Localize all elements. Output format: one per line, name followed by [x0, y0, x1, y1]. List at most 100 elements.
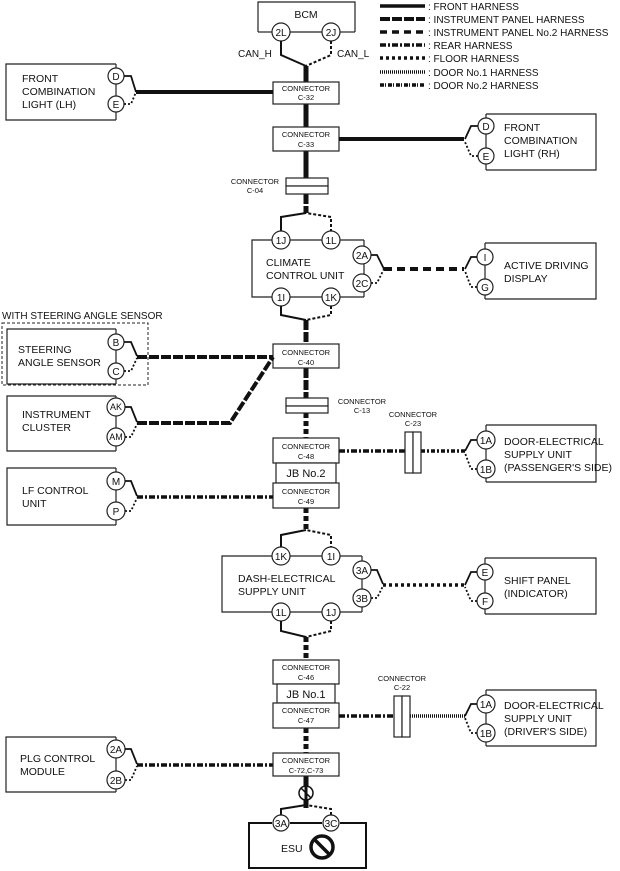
- svg-text:2A: 2A: [356, 251, 369, 262]
- svg-text:E: E: [482, 568, 489, 579]
- svg-text:FRONT: FRONT: [504, 122, 541, 134]
- svg-text:3A: 3A: [356, 566, 369, 577]
- svg-text:CONNECTOR: CONNECTOR: [231, 177, 280, 186]
- can-l-label: CAN_L: [337, 49, 370, 60]
- module-instrument-cluster: INSTRUMENT CLUSTER AK AM: [6, 355, 275, 452]
- svg-text:LF CONTROL: LF CONTROL: [22, 485, 89, 497]
- wire-can-l: [305, 41, 332, 67]
- svg-text:2B: 2B: [110, 776, 123, 787]
- connector-c32: CONNECTOR C-32: [272, 81, 340, 105]
- svg-text:1I: 1I: [327, 552, 335, 563]
- svg-text:LIGHT (LH): LIGHT (LH): [22, 99, 76, 111]
- svg-text:DISPLAY: DISPLAY: [504, 273, 548, 285]
- module-front-combination-light-rh: FRONT COMBINATION LIGHT (RH) D E: [464, 113, 597, 171]
- svg-text:PLG CONTROL: PLG CONTROL: [20, 753, 95, 765]
- svg-text:C-40: C-40: [298, 358, 314, 367]
- module-shift-panel: SHIFT PANEL (INDICATOR) E F: [464, 557, 597, 615]
- svg-text:(INDICATOR): (INDICATOR): [504, 588, 568, 600]
- module-door-electrical-supply-unit-passenger: DOOR-ELECTRICAL SUPPLY UNIT (PASSENGER'S…: [464, 424, 612, 483]
- svg-text:C-49: C-49: [298, 497, 314, 506]
- svg-text:SHIFT PANEL: SHIFT PANEL: [504, 575, 571, 587]
- connector-c23: CONNECTOR C-23: [389, 410, 438, 474]
- svg-text:C-47: C-47: [298, 716, 314, 725]
- steering-angle-sensor-group: WITH STEERING ANGLE SENSOR STEERING ANGL…: [1, 311, 273, 386]
- svg-text:2A: 2A: [110, 745, 123, 756]
- legend-label-ip: : INSTRUMENT PANEL HARNESS: [428, 15, 585, 26]
- wire-cluster-c40: [137, 355, 275, 425]
- svg-text:D: D: [482, 122, 489, 133]
- svg-text:1L: 1L: [275, 608, 287, 619]
- svg-text:1B: 1B: [480, 465, 493, 476]
- svg-text:E: E: [113, 100, 120, 111]
- svg-text:DOOR-ELECTRICAL: DOOR-ELECTRICAL: [504, 436, 604, 448]
- svg-text:COMBINATION: COMBINATION: [22, 86, 95, 98]
- svg-text:CONNECTOR: CONNECTOR: [282, 348, 331, 357]
- pin-3c: [322, 814, 340, 832]
- svg-text:CLUSTER: CLUSTER: [22, 422, 71, 434]
- module-lf-control-unit: LF CONTROL UNIT M P: [6, 467, 273, 526]
- junction-block-1: CONNECTOR C-46 JB No.1 CONNECTOR C-47: [272, 659, 340, 729]
- svg-text:P: P: [113, 507, 120, 518]
- svg-text:JB No.1: JB No.1: [286, 689, 325, 701]
- svg-text:CONNECTOR: CONNECTOR: [282, 663, 331, 672]
- svg-text:UNIT: UNIT: [22, 498, 47, 510]
- svg-text:1A: 1A: [480, 436, 493, 447]
- module-front-combination-light-lh: FRONT COMBINATION LIGHT (LH) D E: [5, 63, 273, 121]
- svg-text:AK: AK: [110, 402, 122, 412]
- junction-block-2: CONNECTOR C-48 JB No.2 CONNECTOR C-49: [272, 437, 340, 509]
- connector-c22: CONNECTOR C-22: [378, 674, 427, 738]
- svg-text:CONNECTOR: CONNECTOR: [378, 674, 427, 683]
- svg-text:ANGLE SENSOR: ANGLE SENSOR: [18, 357, 101, 369]
- connector-c72-c73: CONNECTOR C-72,C-73: [272, 752, 340, 777]
- svg-text:C-32: C-32: [298, 93, 314, 102]
- pin-1l: [321, 230, 341, 250]
- svg-text:LIGHT (RH): LIGHT (RH): [504, 148, 560, 160]
- svg-text:INSTRUMENT: INSTRUMENT: [22, 409, 91, 421]
- dashed-group-box: [1, 322, 149, 386]
- svg-text:FRONT: FRONT: [22, 73, 59, 85]
- connector-c33: CONNECTOR C-33: [272, 126, 464, 152]
- svg-text:CONNECTOR: CONNECTOR: [282, 487, 331, 496]
- svg-text:AM: AM: [109, 432, 123, 442]
- svg-text:B: B: [113, 338, 120, 349]
- svg-text:E: E: [483, 152, 490, 163]
- svg-text:(PASSENGER'S SIDE): (PASSENGER'S SIDE): [504, 462, 612, 474]
- svg-text:ACTIVE DRIVING: ACTIVE DRIVING: [504, 260, 589, 272]
- svg-text:STEERING: STEERING: [18, 344, 72, 356]
- svg-text:3C: 3C: [325, 819, 338, 830]
- svg-text:CONNECTOR: CONNECTOR: [389, 410, 438, 419]
- bcm-label: BCM: [294, 9, 317, 21]
- legend-label-rear: : REAR HARNESS: [428, 41, 513, 52]
- bcm-box: [257, 1, 356, 32]
- legend: : FRONT HARNESS : INSTRUMENT PANEL HARNE…: [380, 2, 609, 92]
- pin-2j-label: 2J: [326, 28, 337, 39]
- svg-text:SUPPLY UNIT: SUPPLY UNIT: [504, 713, 572, 725]
- legend-label-door1: : DOOR No.1 HARNESS: [428, 68, 539, 79]
- svg-text:CONNECTOR: CONNECTOR: [282, 84, 331, 93]
- svg-text:C-33: C-33: [298, 140, 314, 149]
- wire-can-h: [280, 41, 307, 67]
- connector-c04: CONNECTOR C-04: [231, 177, 329, 195]
- svg-text:C-48: C-48: [298, 452, 314, 461]
- svg-text:1K: 1K: [325, 293, 338, 304]
- svg-text:1L: 1L: [325, 236, 337, 247]
- svg-text:I: I: [484, 253, 487, 264]
- module-door-electrical-supply-unit-driver: DOOR-ELECTRICAL SUPPLY UNIT (DRIVER'S SI…: [464, 689, 604, 747]
- esu-label: ESU: [281, 843, 303, 855]
- legend-label-front: : FRONT HARNESS: [428, 2, 519, 13]
- pin-2l-label: 2L: [275, 28, 287, 39]
- module-esu: 3A 3C ESU: [248, 804, 367, 869]
- pin-3a: [272, 814, 290, 832]
- svg-text:CLIMATE: CLIMATE: [266, 257, 311, 269]
- group-label: WITH STEERING ANGLE SENSOR: [2, 311, 163, 322]
- svg-text:(DRIVER'S SIDE): (DRIVER'S SIDE): [504, 726, 587, 738]
- svg-text:C-13: C-13: [354, 406, 370, 415]
- svg-text:SUPPLY UNIT: SUPPLY UNIT: [238, 586, 306, 598]
- pin-1i: [321, 546, 341, 566]
- svg-text:1J: 1J: [326, 608, 337, 619]
- svg-text:CONNECTOR: CONNECTOR: [282, 706, 331, 715]
- module-dash-electrical-supply-unit: DASH-ELECTRICAL SUPPLY UNIT 1K 1I 1L 1J …: [221, 529, 464, 638]
- pin-1k: [271, 546, 291, 566]
- svg-text:C-22: C-22: [394, 683, 410, 692]
